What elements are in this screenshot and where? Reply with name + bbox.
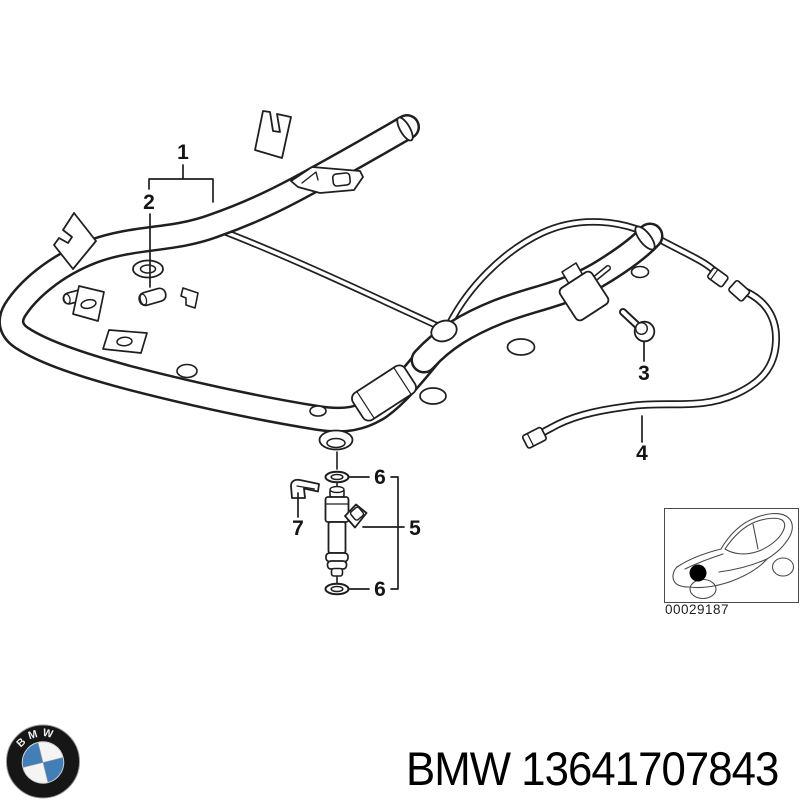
rail-sleeve <box>351 364 417 422</box>
arc-hose-fitting <box>707 266 729 288</box>
hose4-start-fitting <box>728 279 751 302</box>
junction-boss <box>430 319 458 343</box>
callout-leader-lines <box>148 164 645 590</box>
callout-6-bottom-label: 6 <box>374 578 386 601</box>
hose4-end-fitting <box>521 426 547 449</box>
bmw-logo: BMW <box>5 723 81 799</box>
callout-5-label: 5 <box>409 517 421 540</box>
top-bracket <box>290 166 364 194</box>
car-outline <box>672 513 795 600</box>
car-location-dot <box>689 564 707 582</box>
o-ring-bottom <box>324 582 350 596</box>
fuel-rail-loop <box>0 114 445 433</box>
rail-ports <box>132 259 650 451</box>
callout-4-label: 4 <box>636 442 648 465</box>
tube-end-cap-right <box>634 225 656 251</box>
callout-1-label: 1 <box>177 141 189 164</box>
thumbnail-code: 00029187 <box>665 602 730 617</box>
callout-2-label: 2 <box>143 191 155 214</box>
callout-3-label: 3 <box>638 362 650 385</box>
o-ring-top <box>324 470 350 484</box>
retaining-clip-part-7 <box>290 478 320 499</box>
callout-7-label: 7 <box>292 517 304 540</box>
car-thumbnail <box>664 508 799 603</box>
bolt-part-3 <box>619 308 656 343</box>
slotted-clip-left <box>53 212 97 270</box>
injector-assembly <box>290 451 368 596</box>
tube-end-cap-top <box>396 116 414 142</box>
part-number: BMW 13641707843 <box>406 742 779 795</box>
hose-clamp <box>558 262 611 322</box>
hose-4 <box>531 284 781 442</box>
bracket-plate-left <box>72 285 105 322</box>
bracket-plate-lower <box>102 329 148 354</box>
crossover-pipe <box>208 223 446 332</box>
arc-hose <box>446 218 723 327</box>
slotted-clip-top <box>254 110 292 159</box>
spacer-part-2 <box>138 287 167 307</box>
rail-tube-right <box>410 222 664 374</box>
callout-6-top-label: 6 <box>374 466 386 489</box>
